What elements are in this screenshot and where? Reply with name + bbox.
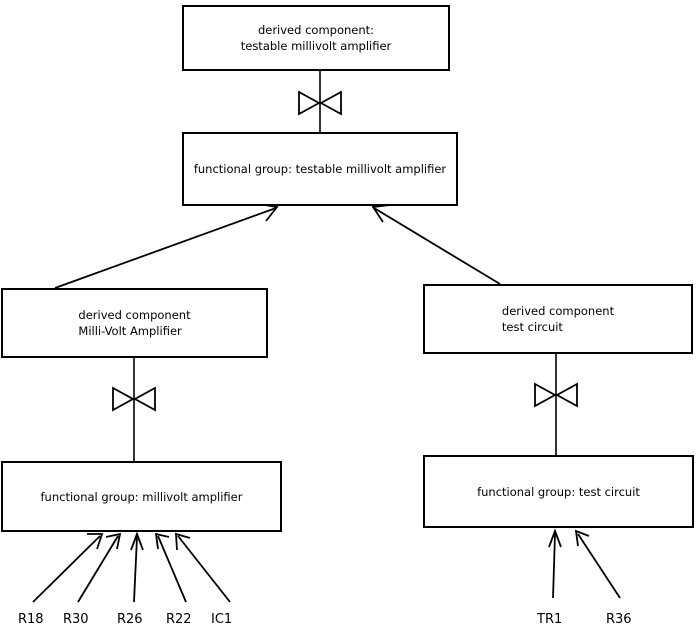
node-derived-testable-millivolt-amplifier[interactable]: derived component:testable millivolt amp…	[182, 5, 450, 71]
connector-leaf-r30	[77, 532, 122, 603]
connector-derivation-left	[112, 358, 156, 461]
leaf-label-r22[interactable]: R22	[166, 612, 192, 627]
connector-aggregation-right	[371, 204, 501, 285]
leaf-label-r26[interactable]: R26	[117, 612, 143, 627]
node-label: functional group: testable millivolt amp…	[193, 162, 447, 176]
connector-leaf-r22	[154, 532, 187, 603]
leaf-label-r36[interactable]: R36	[606, 612, 632, 627]
node-fg-test-circuit[interactable]: functional group: test circuit	[423, 455, 694, 528]
connector-leaf-ic1	[175, 532, 231, 603]
connector-leaf-r18	[32, 533, 104, 603]
node-label: functional group: test circuit	[477, 484, 640, 499]
connector-derivation-top	[298, 71, 342, 132]
leaf-label-tr1[interactable]: TR1	[537, 612, 563, 627]
connector-aggregation-left	[54, 203, 279, 289]
leaf-label-r18[interactable]: R18	[18, 612, 44, 627]
node-label: functional group: millivolt amplifier	[40, 489, 243, 504]
connector-leaf-r36	[574, 529, 621, 599]
node-fg-millivolt-amplifier[interactable]: functional group: millivolt amplifier	[1, 461, 282, 532]
leaf-label-r30[interactable]: R30	[63, 612, 89, 627]
leaf-label-ic1[interactable]: IC1	[211, 612, 233, 627]
node-fg-testable-millivolt-amplifier[interactable]: functional group: testable millivolt amp…	[182, 132, 458, 206]
node-label: derived component:testable millivolt amp…	[240, 23, 392, 53]
connector-leaf-r26	[130, 531, 144, 603]
connector-derivation-right	[534, 354, 578, 455]
connector-leaf-tr1	[548, 528, 562, 599]
